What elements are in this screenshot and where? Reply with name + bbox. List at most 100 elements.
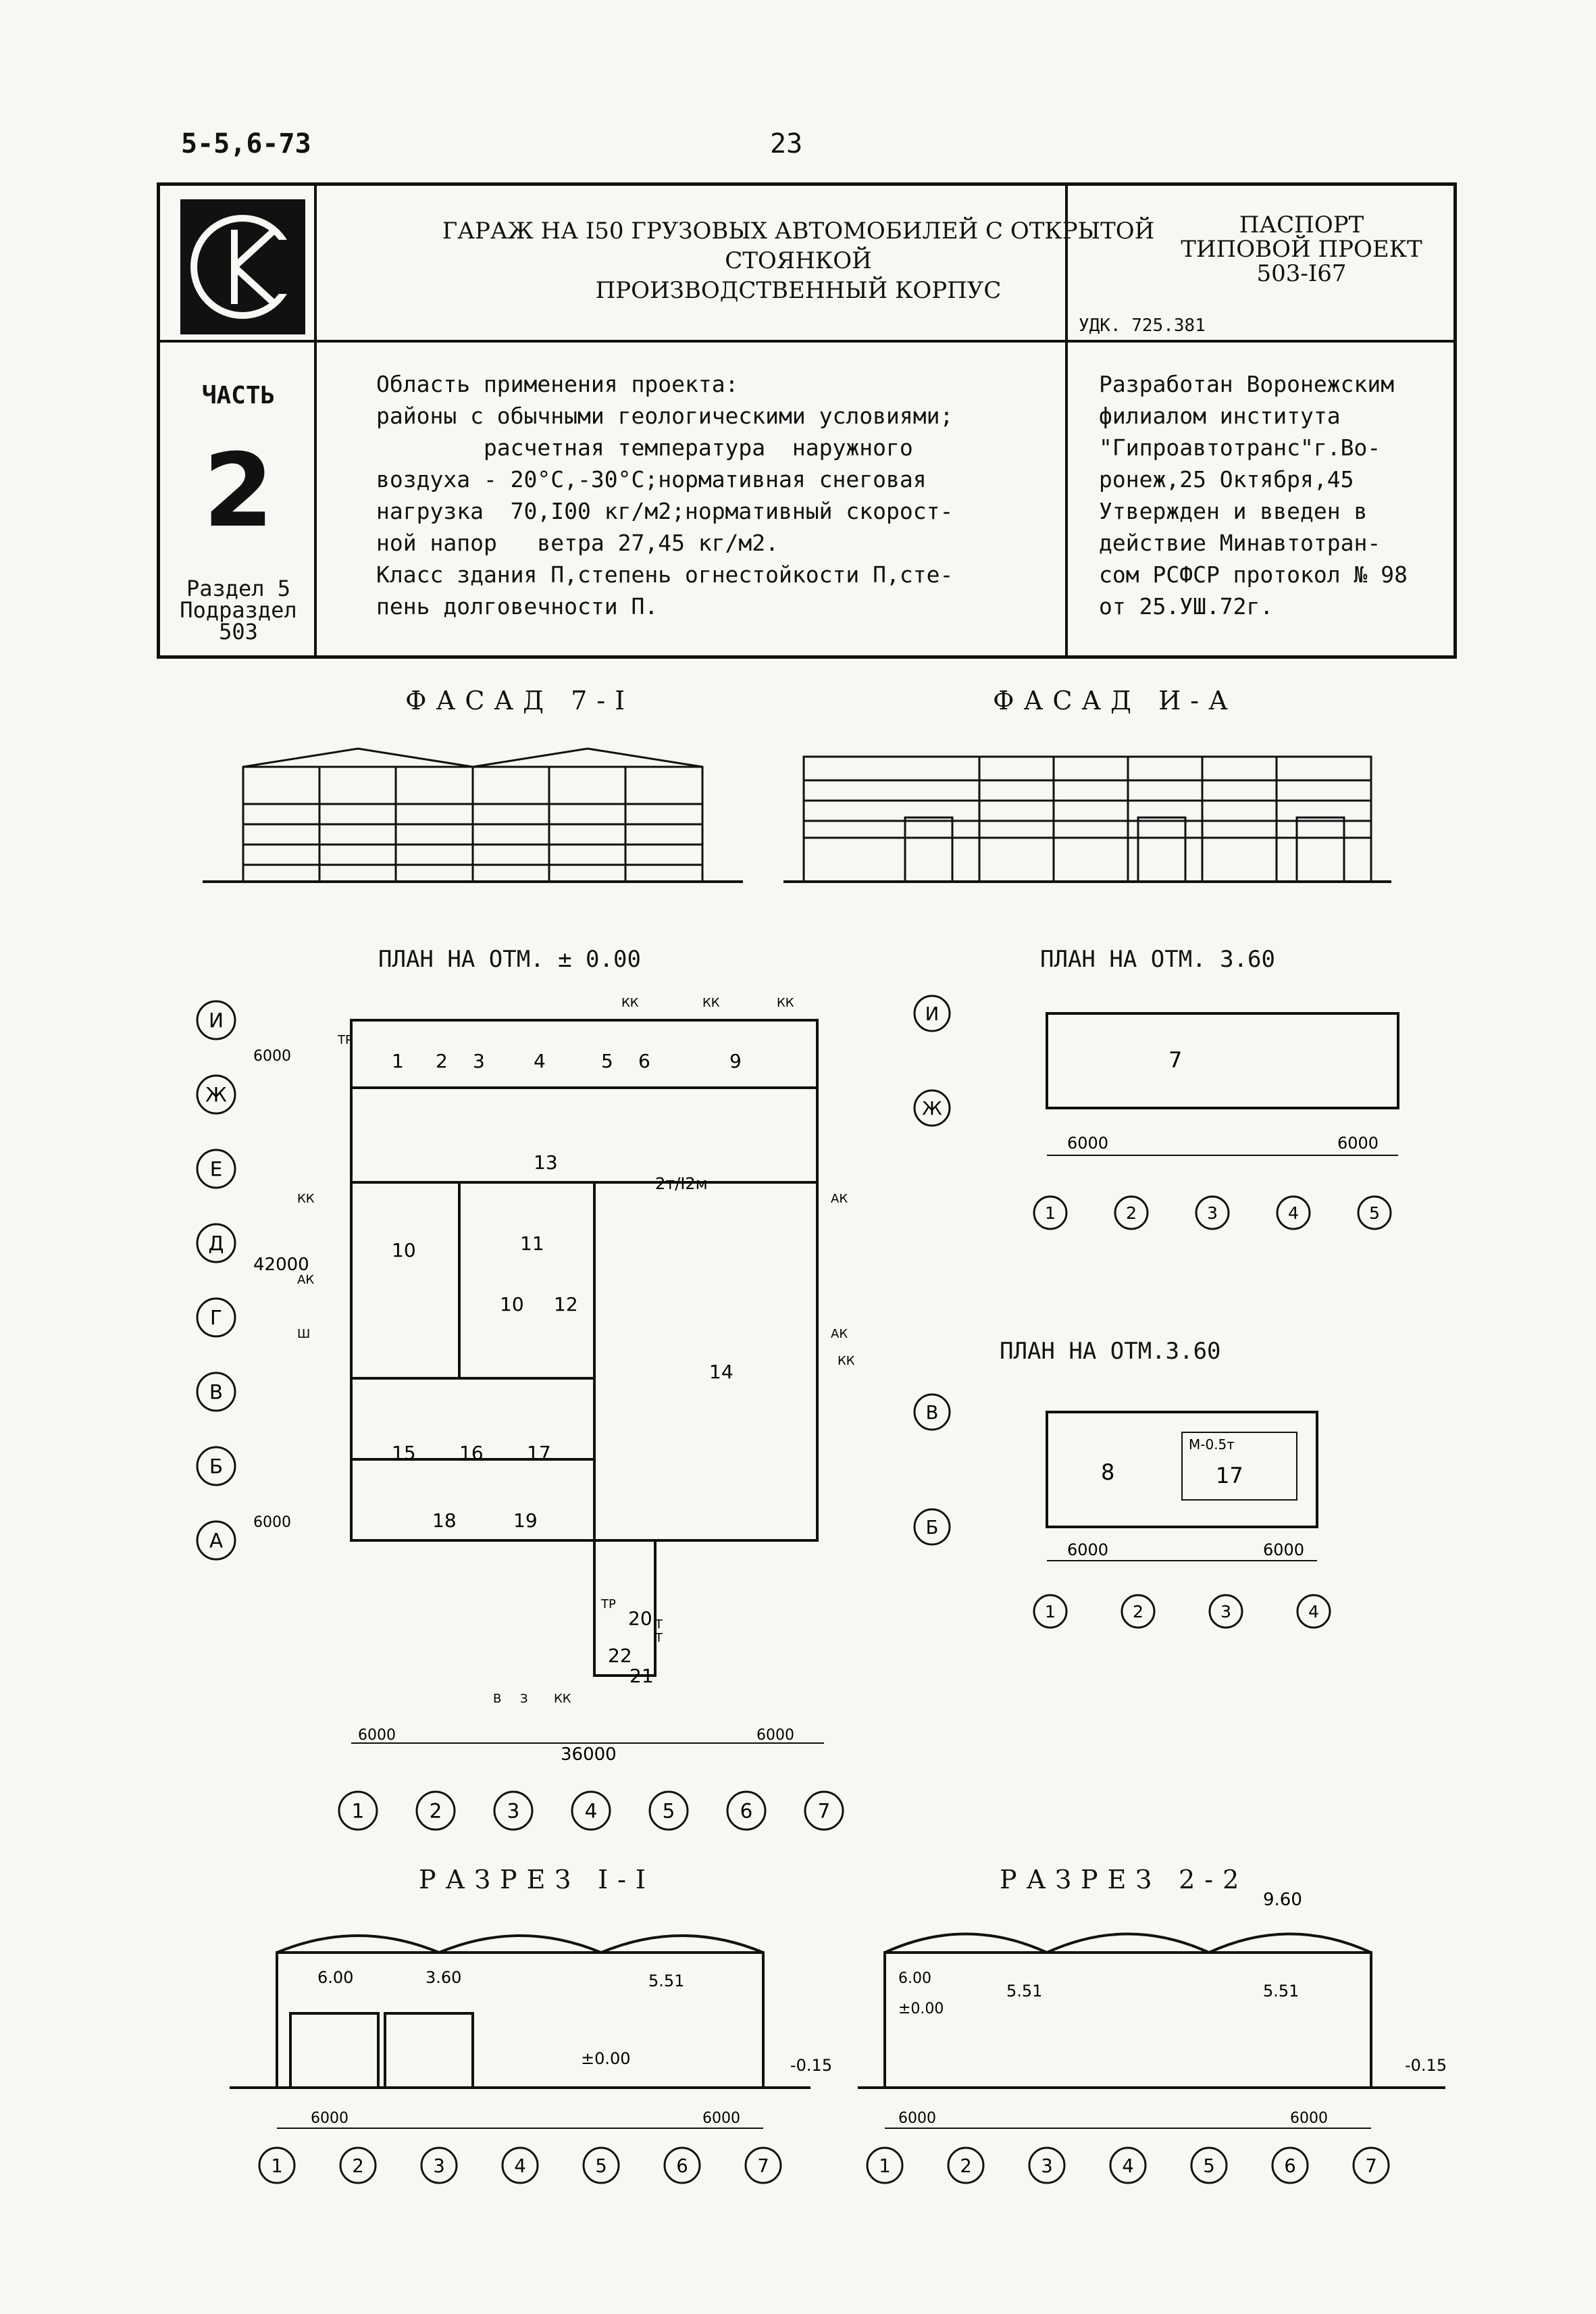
column-axis-label: 1 xyxy=(1045,1203,1056,1223)
ck-logo xyxy=(180,199,305,334)
column-axis-label: 1 xyxy=(271,2156,282,2177)
part-number: 2 xyxy=(203,432,274,550)
row-axis-label-circle xyxy=(196,1297,236,1338)
plan-mark: КК xyxy=(777,996,794,1010)
row-axis-label-circle xyxy=(196,1520,236,1561)
scope-text: Область применения проекта: районы с обы… xyxy=(376,371,954,620)
column-axis-label-circle xyxy=(501,2146,539,2184)
plan-mark: Т xyxy=(654,1617,663,1632)
column-axis-label-circle xyxy=(420,2146,458,2184)
column-axis-label-circle xyxy=(1033,1594,1068,1629)
row-axis-label-circle xyxy=(913,995,951,1032)
document-code: 5-5,6-73 xyxy=(181,128,311,159)
row-axis-label-circle xyxy=(196,1074,236,1115)
level-mark: 6.00 xyxy=(317,1968,353,1987)
title-line: ГАРАЖ НА I50 ГРУЗОВЫХ АВТОМОБИЛЕЙ С ОТКР… xyxy=(442,218,1155,245)
column-axis-label: 7 xyxy=(1365,2156,1376,2177)
column-axis-label: 5 xyxy=(595,2156,607,2177)
title-line: СТОЯНКОЙ xyxy=(725,247,872,274)
crane-label: 2т/I2м xyxy=(655,1174,708,1193)
plan-lower-title: ПЛАН НА ОТМ.3.60 xyxy=(1000,1338,1221,1365)
column-axis-label: 5 xyxy=(1203,2156,1214,2177)
plan-mark: КК xyxy=(554,1692,571,1706)
row-axis-label: А xyxy=(209,1530,223,1553)
column-axis-label-circle xyxy=(339,2146,377,2184)
column-axis-label: 7 xyxy=(818,1800,831,1823)
room-number: 4 xyxy=(534,1050,546,1072)
column-axis-label-circle xyxy=(947,2146,985,2184)
dim-6000: 6000 xyxy=(756,1727,794,1744)
dim-6000: 6000 xyxy=(1263,1540,1304,1559)
row-axis-label: Е xyxy=(210,1158,223,1181)
table-divider xyxy=(314,186,317,656)
row-axis-label-circle xyxy=(196,1000,236,1040)
subsection-label: Подраздел xyxy=(180,597,297,623)
plan-upper-title: ПЛАН НА ОТМ. 3.60 xyxy=(1040,946,1275,973)
column-axis-label: 5 xyxy=(1369,1203,1380,1223)
column-axis-label: 2 xyxy=(1133,1602,1143,1621)
column-axis-label-circle xyxy=(1033,1195,1068,1230)
plan-mark: ТР xyxy=(337,1033,353,1047)
plan-main-title: ПЛАН НА ОТМ. ± 0.00 xyxy=(378,946,641,973)
column-axis-label-circle xyxy=(804,1790,844,1831)
column-axis-label: 3 xyxy=(1220,1602,1231,1621)
room-number: 16 xyxy=(459,1442,484,1464)
table-divider xyxy=(1065,186,1068,656)
section-label: Раздел 5 xyxy=(186,576,291,601)
column-axis-label-circle xyxy=(663,2146,701,2184)
plan-mark: КК xyxy=(838,1354,855,1368)
plan-mark: З xyxy=(520,1692,528,1706)
room-number: 1 xyxy=(392,1050,404,1072)
row-axis-label: И xyxy=(209,1009,224,1032)
developer-text: Разработан Воронежским филиалом институт… xyxy=(1099,371,1408,620)
level-mark: 9.60 xyxy=(1263,1890,1302,1910)
column-axis-label-circle xyxy=(1271,2146,1309,2184)
room-number: 9 xyxy=(729,1050,742,1072)
dim-6000: 6000 xyxy=(253,1514,291,1531)
column-axis-label: 4 xyxy=(514,2156,525,2177)
project-label: ТИПОВОЙ ПРОЕКТ xyxy=(1181,236,1422,263)
column-axis-label: 3 xyxy=(433,2156,444,2177)
column-axis-label: 4 xyxy=(1308,1602,1319,1621)
column-axis-label: 1 xyxy=(352,1800,365,1823)
section1-title: РАЗРЕЗ I-I xyxy=(419,1865,655,1894)
column-axis-label-circle xyxy=(1195,1195,1230,1230)
column-axis-label-circle xyxy=(1190,2146,1228,2184)
room-number: 10 xyxy=(392,1239,416,1261)
column-axis-label-circle xyxy=(1296,1594,1331,1629)
dim-6000: 6000 xyxy=(358,1727,396,1744)
lower-room-number: 8 xyxy=(1101,1459,1114,1485)
plan-mark: КК xyxy=(702,996,720,1010)
level-mark: 5.51 xyxy=(1263,1982,1299,2001)
column-axis-label-circle xyxy=(1121,1594,1156,1629)
column-axis-label-circle xyxy=(582,2146,620,2184)
level-mark: -0.15 xyxy=(790,2056,832,2075)
passport-label: ПАСПОРТ xyxy=(1239,211,1364,238)
column-axis-label-circle xyxy=(1109,2146,1147,2184)
column-axis-label: 7 xyxy=(757,2156,769,2177)
row-axis-label-circle xyxy=(913,1393,951,1431)
plan-mark: ТР xyxy=(600,1597,616,1611)
passport-block: ПАСПОРТ ТИПОВОЙ ПРОЕКТ 503-I67 xyxy=(1146,213,1457,286)
row-axis-label-circle xyxy=(196,1372,236,1412)
column-axis-label: 6 xyxy=(740,1800,753,1823)
room-number: 13 xyxy=(534,1151,558,1174)
level-mark: ±0.00 xyxy=(581,2049,631,2068)
udk-code: УДК. 725.381 xyxy=(1079,316,1206,336)
column-axis-label-circle xyxy=(648,1790,689,1831)
column-axis-label-circle xyxy=(1114,1195,1149,1230)
facade-right-drawing xyxy=(783,755,1391,883)
facade-right-title: ФАСАД И-А xyxy=(993,686,1237,715)
row-axis-label-circle xyxy=(913,1089,951,1127)
level-mark: 6.00 xyxy=(898,1970,931,1987)
column-axis-label-circle xyxy=(1208,1594,1243,1629)
column-axis-label: 3 xyxy=(1207,1203,1218,1223)
level-mark: ±0.00 xyxy=(898,2001,944,2017)
dim-6000: 6000 xyxy=(1067,1134,1108,1153)
row-axis-label: В xyxy=(926,1403,939,1424)
column-axis-label: 5 xyxy=(663,1800,675,1823)
project-number: 503-I67 xyxy=(1256,260,1347,287)
plan-mark: В xyxy=(493,1692,501,1706)
